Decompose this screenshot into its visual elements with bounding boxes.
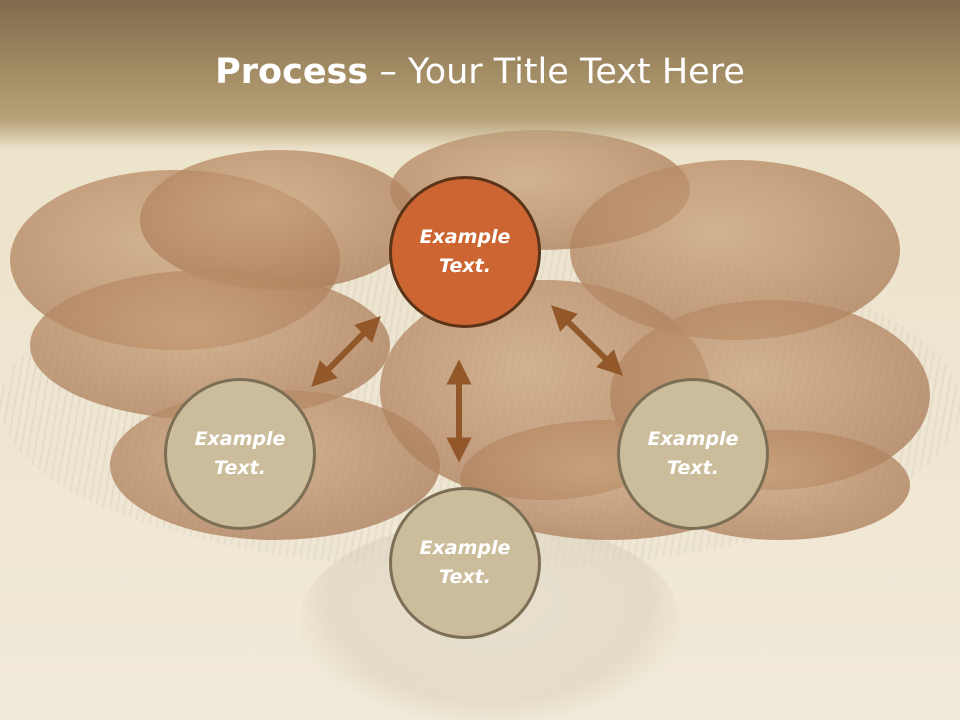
node-bottom-line1: Example (419, 537, 511, 559)
node-left-line1: Example (194, 428, 286, 450)
node-right-line1: Example (647, 428, 739, 450)
title-bold: Process (215, 52, 369, 92)
title-rest: – Your Title Text Here (368, 52, 745, 92)
node-top-line2: Text. (439, 255, 491, 277)
node-bottom-line2: Text. (439, 566, 491, 588)
node-top-line1: Example (419, 226, 511, 248)
title-banner (0, 0, 960, 150)
slide-title: Process – Your Title Text Here (0, 52, 960, 92)
node-right-line2: Text. (667, 457, 719, 479)
node-left-line2: Text. (214, 457, 266, 479)
arrow-top-left (311, 316, 381, 387)
arrow-top-right (551, 305, 623, 376)
